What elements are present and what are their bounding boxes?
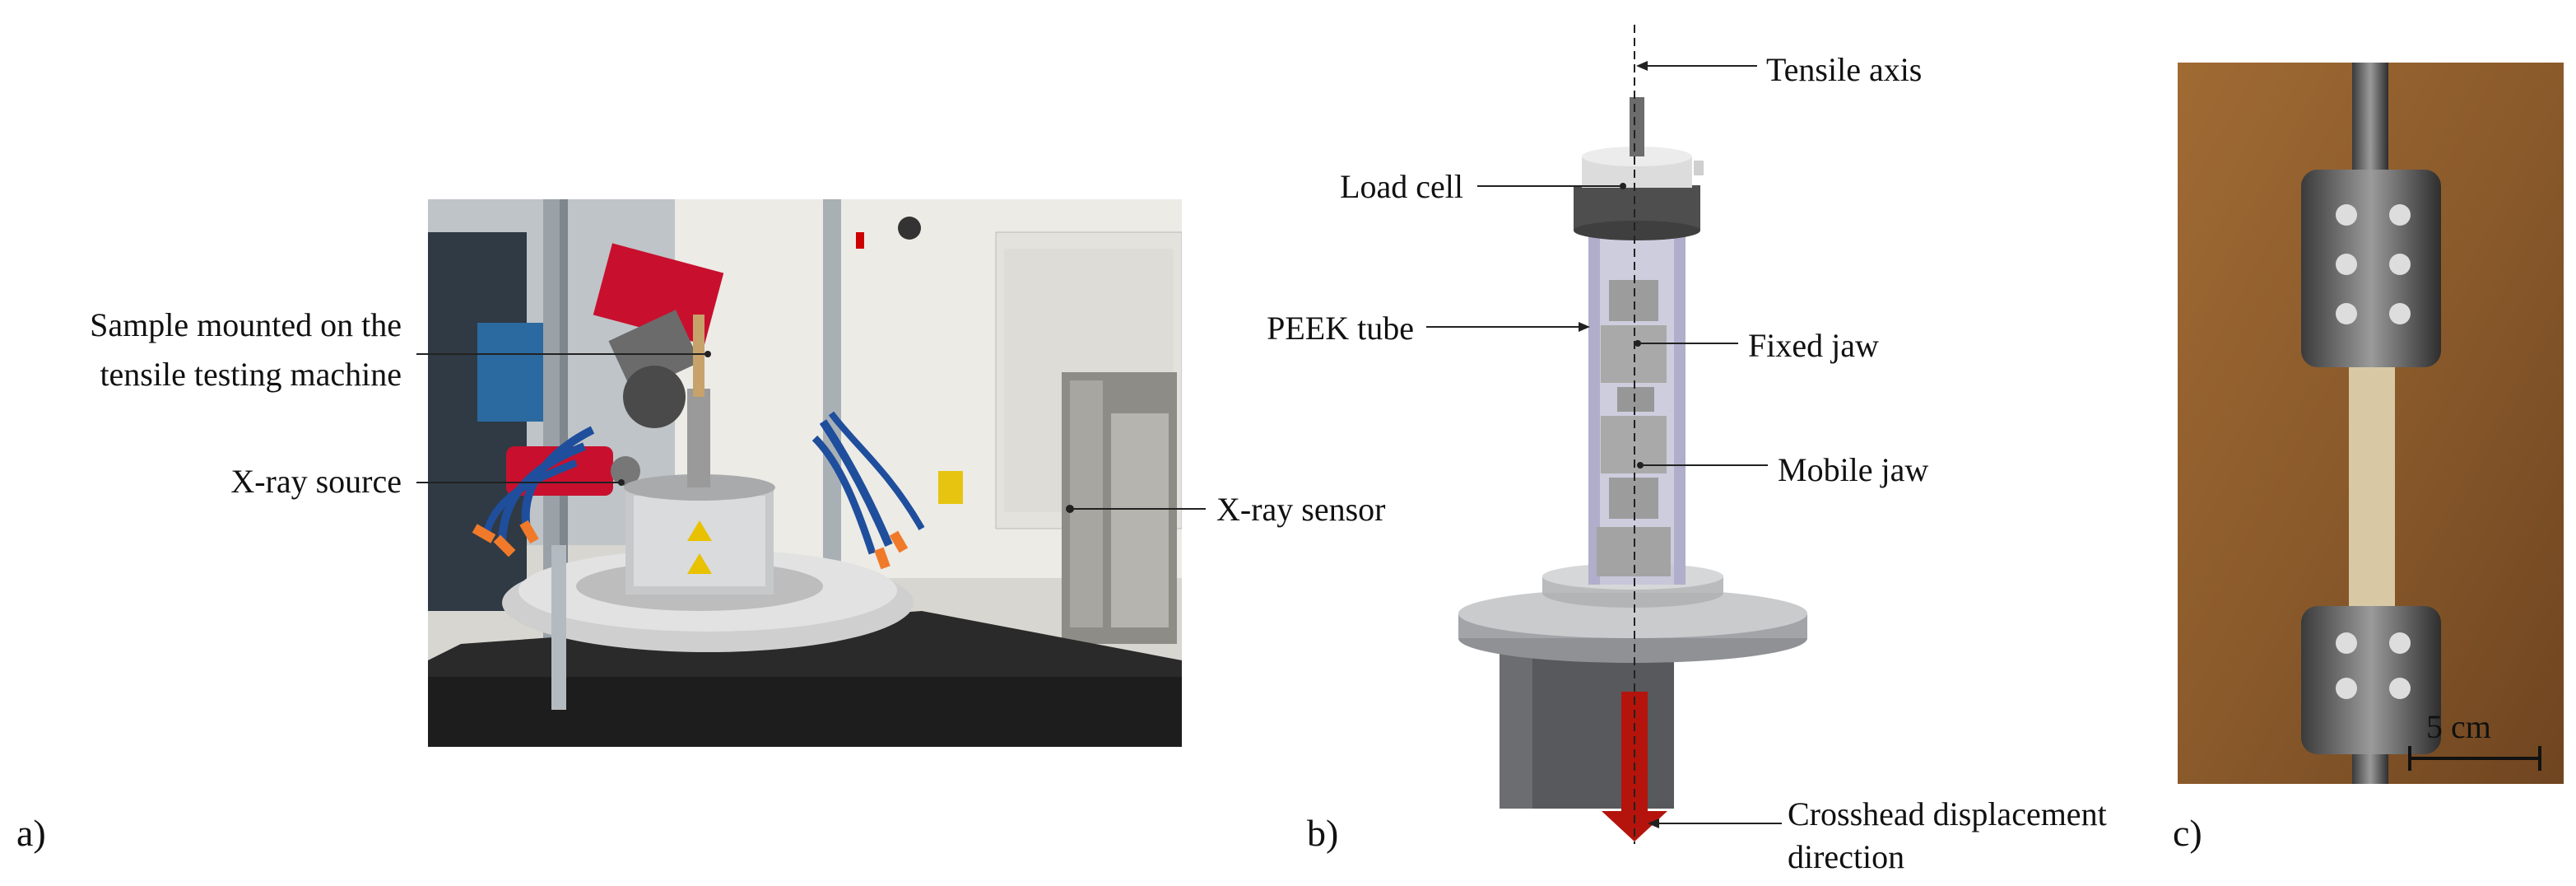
xray-source-label: X-ray source (230, 463, 402, 500)
load-cell-label: Load cell (1340, 168, 1463, 205)
crosshead-label-line1: Crosshead displacement (1788, 795, 2107, 832)
displacement-arrow-head (1602, 811, 1667, 842)
scale-bar-label: 5 cm (2426, 708, 2491, 745)
crosshead-label-line2: direction (1788, 838, 1905, 875)
fixed-jaw-label: Fixed jaw (1748, 327, 1879, 364)
ct-setup-photo (428, 199, 1182, 747)
specimen-photo (2178, 63, 2564, 784)
tensile-axis-label: Tensile axis (1766, 51, 1923, 88)
sample-label-line2: tensile testing machine (100, 356, 402, 393)
peek-tube-label: PEEK tube (1267, 310, 1414, 347)
xray-sensor-label: X-ray sensor (1216, 491, 1386, 528)
panel-letter-c: c) (2173, 812, 2202, 854)
sample-label-line1: Sample mounted on the (90, 306, 402, 343)
panel-letter-b: b) (1307, 812, 1339, 854)
panel-letter-a: a) (16, 812, 46, 854)
mobile-jaw-label: Mobile jaw (1778, 451, 1929, 488)
